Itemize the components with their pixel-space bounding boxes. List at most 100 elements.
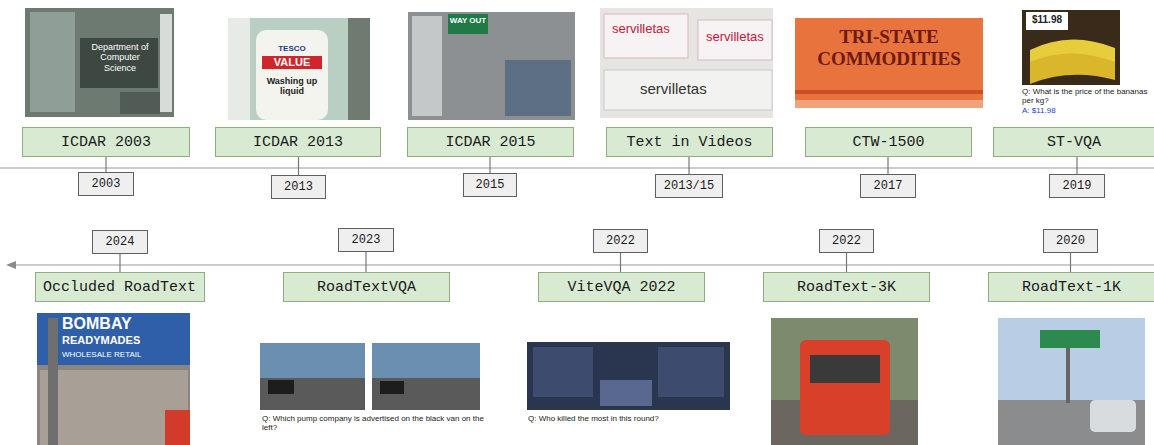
- occluded-roadtext-photo: [37, 313, 190, 445]
- year-text: 2015: [476, 178, 505, 192]
- dataset-box: RoadText-1K: [988, 272, 1154, 302]
- dataset-box: ViteVQA 2022: [538, 272, 705, 302]
- photo-text: Department of Computer Science: [84, 42, 156, 73]
- year-box: 2015: [463, 173, 517, 197]
- windscreen: [810, 355, 880, 383]
- photo-text: Washing up liquid: [262, 76, 322, 97]
- year-connector: [1076, 157, 1077, 174]
- question-text: Q: Which pump company is advertised on t…: [262, 414, 494, 432]
- sign-post: [1066, 348, 1070, 403]
- scoreboard: [658, 347, 724, 397]
- photo-text: VALUE: [262, 56, 322, 69]
- year-box: 2013/15: [655, 174, 723, 198]
- year-connector: [119, 254, 120, 272]
- truck: [800, 340, 890, 435]
- year-box: 2022: [819, 229, 874, 253]
- scoreboard: [533, 347, 593, 397]
- icdar2003-photo: [25, 8, 174, 117]
- dataset-box: ICDAR 2015: [407, 127, 574, 157]
- shop-sign: [37, 313, 190, 365]
- van: [380, 381, 404, 394]
- year-connector: [365, 252, 366, 272]
- photo-ground: [1022, 10, 1120, 85]
- road: [260, 378, 365, 410]
- package: [698, 20, 772, 60]
- glass-panel: [80, 38, 158, 88]
- photo-text: BOMBAY: [62, 315, 182, 333]
- shelf-label: [604, 70, 772, 110]
- window-frame: [228, 18, 250, 120]
- icdar2013-photo: [228, 18, 370, 120]
- dataset-box: ICDAR 2013: [215, 127, 381, 157]
- timeline-axes: [0, 168, 1154, 269]
- dataset-box: Text in Videos: [606, 127, 773, 157]
- year-connector: [846, 253, 847, 272]
- year-connector: [1070, 253, 1071, 272]
- photo-text: TESCO: [262, 44, 322, 53]
- dataset-name: Text in Videos: [626, 134, 752, 151]
- photo-text: servilletas: [612, 22, 670, 37]
- occluding-sign: [165, 410, 190, 445]
- dataset-box: Occluded RoadText: [35, 272, 205, 302]
- year-box: 2003: [78, 172, 134, 196]
- photo-text: READYMADES: [62, 334, 182, 347]
- car: [1090, 400, 1136, 432]
- highway-sign: [1040, 330, 1100, 348]
- road: [372, 378, 480, 410]
- top-axis: [0, 167, 1154, 168]
- photo-text: servilletas: [640, 80, 707, 97]
- sign: [448, 14, 488, 34]
- roadtext1k-photo: [998, 318, 1145, 445]
- year-text: 2017: [874, 179, 903, 193]
- dataset-box: ST-VQA: [993, 127, 1154, 157]
- occluding-pole: [48, 318, 58, 445]
- year-text: 2024: [106, 235, 135, 249]
- shadow: [120, 92, 160, 114]
- photo-text: TRI-STATE COMMODITIES: [800, 26, 978, 70]
- photo-text: WAY OUT: [449, 16, 487, 25]
- dataset-name: RoadTextVQA: [317, 279, 416, 296]
- year-box: 2024: [92, 230, 148, 254]
- text-in-videos-photo: [600, 8, 773, 118]
- question-text: Q: What is the price of the bananas per …: [1022, 87, 1152, 105]
- photo-text: WHOLESALE RETAIL: [62, 350, 182, 359]
- year-connector: [489, 157, 490, 173]
- year-connector: [105, 157, 106, 172]
- dataset-name: Occluded RoadText: [43, 279, 196, 296]
- year-text: 2013: [284, 180, 313, 194]
- dataset-name: ST-VQA: [1047, 134, 1101, 151]
- window-pane: [30, 12, 75, 112]
- year-box: 2022: [593, 229, 648, 253]
- dataset-name: ViteVQA 2022: [567, 279, 675, 296]
- dataset-box: CTW-1500: [805, 127, 972, 157]
- photo-text: $11.98: [1027, 14, 1067, 26]
- wall: [412, 16, 442, 116]
- photo-ground: [795, 18, 983, 108]
- st-vqa-photo: [1022, 10, 1120, 85]
- price-tag: [1026, 12, 1068, 30]
- year-box: 2013: [271, 175, 326, 199]
- ctw1500-photo: [795, 18, 983, 108]
- photo-ground: [600, 8, 773, 118]
- year-connector: [887, 157, 888, 174]
- dataset-name: CTW-1500: [852, 134, 924, 151]
- sky: [998, 318, 1145, 445]
- game-screen: [527, 342, 730, 410]
- photo-text: servilletas: [706, 30, 764, 45]
- year-text: 2019: [1063, 179, 1092, 193]
- year-connector: [620, 253, 621, 272]
- road: [998, 400, 1145, 445]
- escalator: [505, 60, 571, 116]
- year-box: 2019: [1049, 174, 1105, 198]
- dataset-name: ICDAR 2003: [61, 134, 151, 151]
- photo-ground: [228, 18, 370, 120]
- year-connector: [298, 157, 299, 175]
- dataset-name: RoadText-3K: [797, 279, 896, 296]
- bottom-axis: [14, 264, 1154, 265]
- question-text: Q: Who killed the most in this round?: [528, 414, 738, 423]
- answer-text: A: $11.98: [1022, 106, 1152, 115]
- year-text: 2003: [92, 177, 121, 191]
